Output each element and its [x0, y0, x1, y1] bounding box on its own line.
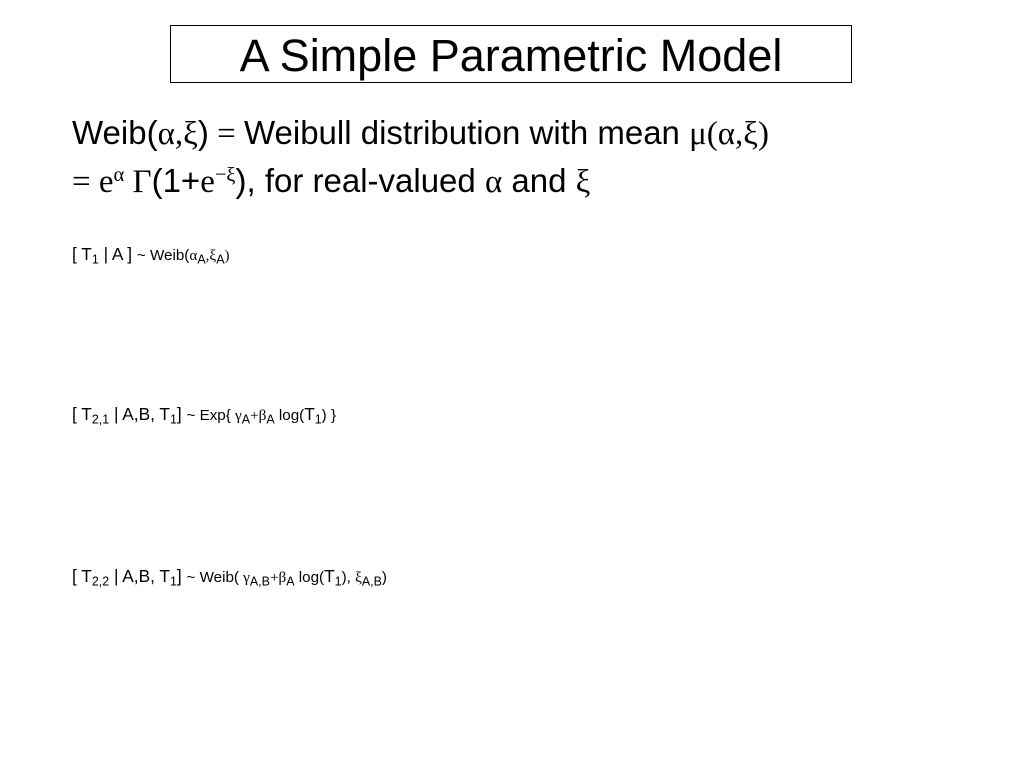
eq2-lhs-close: ] [176, 404, 187, 424]
def-mean-expr: μ(α,ξ) [689, 116, 769, 152]
equation-2: [ T2,1 | A,B, T1] ~ Exp{ γA+βA log(T1) } [72, 404, 337, 427]
title-box: A Simple Parametric Model [170, 25, 852, 83]
def2-exp-neg-xi: −ξ [214, 163, 236, 186]
eq3-log: log( [294, 569, 325, 586]
def-weib-close: ) [197, 114, 209, 151]
eq1-alpha-sub: A [197, 252, 206, 267]
def-description: Weibull distribution with mean [243, 114, 690, 151]
eq2-dist: Exp{ [199, 407, 236, 424]
eq3-lhs-open: [ T [72, 566, 92, 586]
eq2-T-sub: 1 [314, 412, 322, 427]
def2-equals: = [72, 164, 99, 200]
eq2-close: ) } [321, 407, 337, 424]
def-greek-args: α,ξ [157, 116, 198, 152]
eq1-xi: ξ [209, 247, 217, 264]
eq3-gamma: γ [243, 569, 250, 586]
def2-exp-e2: e [200, 164, 215, 200]
eq3-dist: Weib( [199, 569, 244, 586]
eq3-beta-sub: A [286, 574, 295, 589]
definition-line-2: = eα Γ(1+e−ξ), for real-valued α and ξ [72, 164, 590, 199]
eq1-close: ) [224, 247, 230, 264]
eq3-lhs-mid: | A,B, T [109, 566, 170, 586]
eq3-lhs-close: ] [176, 566, 187, 586]
eq2-lhs-open: [ T [72, 404, 92, 424]
def-equals: = [208, 116, 244, 152]
eq2-gamma: γ [235, 407, 242, 424]
slide-title: A Simple Parametric Model [239, 29, 783, 81]
eq2-log: log( [274, 407, 305, 424]
eq2-lhs-mid: | A,B, T [109, 404, 170, 424]
eq3-T-sub: 1 [334, 574, 342, 589]
def2-paren-open: (1+ [151, 162, 201, 199]
eq1-lhs-open: [ T [72, 244, 92, 264]
eq2-gamma-sub: A [241, 412, 251, 427]
eq1-dist: Weib( [149, 247, 190, 264]
def2-xi: ξ [575, 164, 591, 200]
eq3-mid: ), [341, 569, 356, 586]
def2-exp-e: e [98, 164, 114, 200]
eq1-lhs-sub: 1 [91, 252, 99, 267]
definition-line-1: Weib(α,ξ) = Weibull distribution with me… [72, 116, 769, 151]
equation-3: [ T2,2 | A,B, T1] ~ Weib( γA,B+βA log(T1… [72, 566, 387, 589]
eq3-gamma-sub: A,B [249, 574, 270, 589]
eq3-xi-sub: A,B [361, 574, 382, 589]
eq3-T: T [324, 566, 335, 586]
eq2-lhs-sub: 2,1 [91, 412, 110, 427]
eq2-tilde: ~ [186, 407, 200, 424]
def2-real-valued-text: ), for real-valued [235, 162, 485, 199]
eq2-T: T [304, 404, 315, 424]
eq3-lhs-sub2: 1 [169, 574, 177, 589]
eq3-plus: + [269, 569, 279, 586]
eq3-xi: ξ [355, 569, 362, 586]
def2-gamma: Γ [124, 164, 152, 200]
eq1-comma: , [205, 247, 210, 264]
eq1-lhs-rest: | A ] [98, 244, 137, 264]
eq3-lhs-sub: 2,2 [91, 574, 110, 589]
eq3-tilde: ~ [186, 569, 200, 586]
eq1-xi-sub: A [216, 252, 225, 267]
def-weib-open: Weib( [72, 114, 158, 151]
eq2-beta-sub: A [266, 412, 275, 427]
eq2-beta: β [258, 407, 267, 424]
eq3-beta: β [278, 569, 287, 586]
eq2-lhs-sub2: 1 [169, 412, 177, 427]
eq1-tilde: ~ [136, 247, 150, 264]
equation-1: [ T1 | A ] ~ Weib(αA,ξA) [72, 244, 230, 267]
eq1-alpha: α [189, 247, 198, 264]
def2-exp-alpha: α [113, 163, 125, 186]
eq3-close: ) [381, 569, 387, 586]
def2-alpha: α [484, 164, 503, 200]
eq2-plus: + [250, 407, 259, 424]
def2-and: and [502, 162, 576, 199]
